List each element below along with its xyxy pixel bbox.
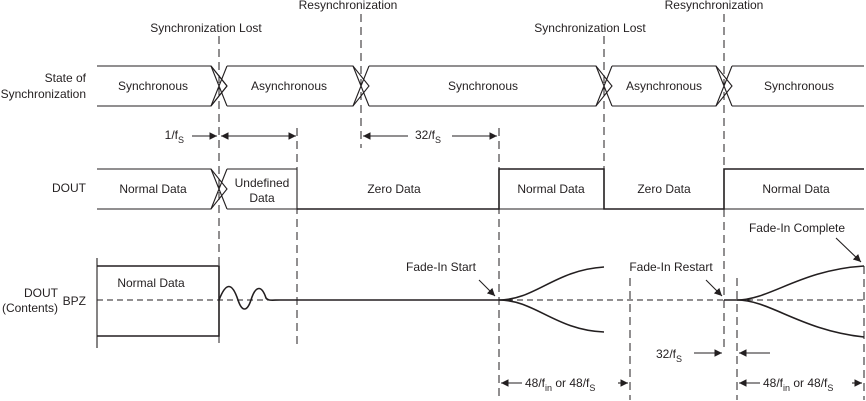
contents-row-label-2: (Contents) <box>2 301 58 315</box>
dout-zero-1: Zero Data <box>367 182 421 196</box>
event-lines <box>218 14 865 400</box>
dout-normal-3: Normal Data <box>762 182 830 196</box>
dout-normal-1: Normal Data <box>119 182 187 196</box>
dout-row-label: DOUT <box>52 181 87 195</box>
state-segment-5: Synchronous <box>764 79 834 93</box>
fade-in-start-label: Fade-In Start <box>406 260 477 274</box>
fade1-duration-label: 48/fin or 48/fS <box>525 376 595 393</box>
state-segment-2: Asynchronous <box>251 79 327 93</box>
t32-label-2: 32/fS <box>656 347 682 364</box>
resync-label-2: Resynchronization <box>665 0 764 12</box>
bpz-label: BPZ <box>63 294 86 308</box>
fade2-duration-label: 48/fin or 48/fS <box>763 376 833 393</box>
state-segment-4: Asynchronous <box>626 79 702 93</box>
state-segment-3: Synchronous <box>448 79 518 93</box>
resync-label-1: Resynchronization <box>299 0 398 12</box>
timing-row: 1/fS 32/fS <box>165 128 497 145</box>
sync-lost-label-2: Synchronization Lost <box>534 21 646 35</box>
dout-zero-2: Zero Data <box>637 182 691 196</box>
fade-durations: 48/fin or 48/fS 48/fin or 48/fS <box>501 376 862 393</box>
state-row-label-2: Synchronization <box>1 87 86 101</box>
fade-in-restart-label: Fade-In Restart <box>629 260 713 274</box>
dout-undefined-2: Data <box>249 191 275 205</box>
t32-second: 32/fS <box>656 347 770 364</box>
fade-annotations: Fade-In Start Fade-In Restart Fade-In Co… <box>406 221 862 297</box>
state-segment-1: Synchronous <box>118 79 188 93</box>
fade-in-start-arrow <box>478 279 496 297</box>
contents-waveform: Normal Data <box>96 258 865 348</box>
sync-lost-label-1: Synchronization Lost <box>150 21 262 35</box>
state-row-label-1: State of <box>45 71 87 85</box>
one-fs-label: 1/fS <box>165 128 184 145</box>
contents-normal-label: Normal Data <box>117 276 185 290</box>
dout-bus: Normal Data Undefined Data Zero Data Nor… <box>97 168 864 210</box>
fade-in-complete-arrow <box>835 237 862 263</box>
dout-normal-2: Normal Data <box>517 182 585 196</box>
fade-in-restart-arrow <box>705 279 723 297</box>
t32-label-1: 32/fS <box>415 128 441 145</box>
fade-in-complete-label: Fade-In Complete <box>749 221 845 235</box>
state-bus: Synchronous Asynchronous Synchronous Asy… <box>97 65 864 107</box>
contents-row-label-1: DOUT <box>24 286 59 300</box>
dout-undefined-1: Undefined <box>235 176 290 190</box>
